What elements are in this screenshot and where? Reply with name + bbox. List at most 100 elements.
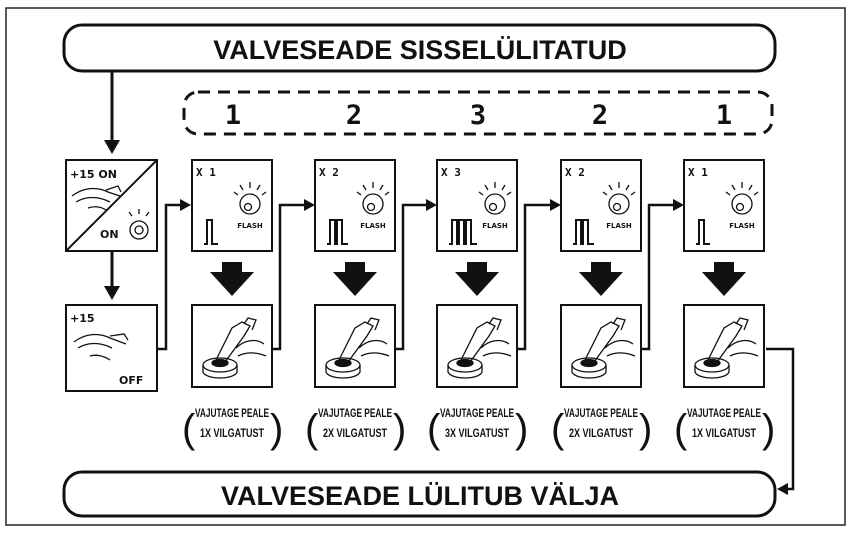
sequence-number: 1	[225, 100, 241, 131]
paren-close: )	[639, 407, 652, 451]
paren-open: (	[551, 407, 565, 451]
step-2: X 2 FLASH ()VAJUTAGE PEALE 2X VILGATUST	[305, 159, 406, 451]
paren-open: (	[182, 407, 196, 451]
down-arrow-icon	[333, 262, 377, 296]
flash-label: FLASH	[360, 222, 386, 230]
flow-connector	[395, 203, 428, 351]
finger-pressing-button-icon	[571, 317, 636, 379]
step-3: X 3 FLASH ()VAJUTAGE PEALE 3X VILGATUST	[427, 159, 528, 451]
press-panel	[683, 304, 765, 388]
flash-label: FLASH	[482, 222, 508, 230]
outer-frame	[5, 7, 846, 526]
signal-panel	[560, 159, 642, 252]
press-panel	[436, 304, 518, 388]
caption-line-2: 2X VILGATUST	[569, 428, 633, 440]
flow-arrowhead	[426, 199, 437, 211]
ignition-off-bottom-label: OFF	[119, 374, 143, 387]
ignition-key-hand-icon	[73, 333, 129, 361]
sequence-number: 1	[716, 100, 732, 131]
paren-close: )	[515, 407, 528, 451]
blinking-led-icon	[128, 209, 150, 240]
caption-line-1: VAJUTAGE PEALE	[564, 408, 638, 420]
down-arrow-icon	[579, 262, 623, 296]
flash-label: FLASH	[237, 222, 263, 230]
press-caption: ()VAJUTAGE PEALE 3X VILGATUST	[427, 407, 528, 451]
flow-connector	[272, 203, 306, 351]
blinking-led-icon	[602, 182, 636, 215]
down-arrow-icon	[210, 262, 254, 296]
footer-banner: VALVESEADE LÜLITUB VÄLJA	[62, 470, 777, 518]
press-caption: ()VAJUTAGE PEALE 2X VILGATUST	[551, 407, 652, 451]
pulse-waveform-icon	[573, 219, 594, 245]
pulse-waveform-icon	[696, 219, 710, 245]
flow-arrowhead	[673, 199, 684, 211]
signal-panel	[314, 159, 396, 252]
blinking-led-icon	[478, 182, 512, 215]
finger-pressing-button-icon	[202, 317, 267, 379]
paren-open: (	[427, 407, 441, 451]
signal-panel	[191, 159, 273, 252]
press-panel	[560, 304, 642, 388]
footer-banner-text: VALVESEADE LÜLITUB VÄLJA	[221, 481, 619, 511]
caption-line-1: VAJUTAGE PEALE	[440, 408, 514, 420]
sequence-bar: 1 2 3 2 1	[182, 90, 774, 136]
down-arrow-icon	[455, 262, 499, 296]
caption-line-1: VAJUTAGE PEALE	[318, 408, 392, 420]
down-arrow-icon	[702, 262, 746, 296]
ignition-on-panel: +15 ON ON	[65, 159, 158, 252]
paren-close: )	[762, 407, 775, 451]
header-banner-text: VALVESEADE SISSELÜLITATUD	[213, 35, 627, 65]
multiplier-label: X 1	[688, 166, 708, 179]
sequence-number: 3	[470, 100, 486, 131]
signal-panel	[436, 159, 518, 252]
caption-line-1: VAJUTAGE PEALE	[195, 408, 269, 420]
pulse-waveform-icon	[204, 219, 218, 245]
end-connector	[766, 347, 795, 495]
ignition-off-panel: +15 OFF	[65, 304, 158, 392]
flash-label: FLASH	[729, 222, 755, 230]
finger-pressing-button-icon	[694, 317, 759, 379]
press-panel	[314, 304, 396, 388]
press-caption: ()VAJUTAGE PEALE 2X VILGATUST	[305, 407, 406, 451]
blinking-led-icon	[233, 182, 267, 215]
sequence-number: 2	[346, 100, 362, 131]
ignition-key-hand-icon	[71, 185, 122, 211]
caption-line-2: 3X VILGATUST	[445, 428, 509, 440]
blinking-led-icon	[356, 182, 390, 215]
finger-pressing-button-icon	[325, 317, 390, 379]
multiplier-label: X 3	[441, 166, 461, 179]
press-caption: ()VAJUTAGE PEALE 1X VILGATUST	[674, 407, 775, 451]
pulse-waveform-icon	[449, 219, 477, 245]
paren-close: )	[393, 407, 406, 451]
multiplier-label: X 2	[319, 166, 339, 179]
sequence-number: 2	[592, 100, 608, 131]
ignition-on-bottom-label: ON	[100, 228, 119, 241]
step-5: X 1 FLASH ()VAJUTAGE PEALE 1X VILGATUST	[674, 159, 775, 451]
ignition-arrow	[104, 251, 120, 300]
ignition-on-top-label: +15 ON	[70, 168, 117, 181]
paren-close: )	[270, 407, 283, 451]
flow-arrowhead	[180, 199, 191, 211]
paren-open: (	[305, 407, 319, 451]
header-banner: VALVESEADE SISSELÜLITATUD	[62, 23, 777, 73]
flow-arrowhead	[304, 199, 315, 211]
blinking-led-icon	[725, 182, 759, 215]
caption-line-2: 1X VILGATUST	[692, 428, 756, 440]
paren-open: (	[674, 407, 688, 451]
flash-label: FLASH	[606, 222, 632, 230]
step-4: X 2 FLASH ()VAJUTAGE PEALE 2X VILGATUST	[551, 159, 652, 451]
start-arrow	[104, 71, 120, 154]
flow-arrowhead	[550, 199, 561, 211]
multiplier-label: X 1	[196, 166, 216, 179]
press-panel	[191, 304, 273, 388]
flow-connector	[641, 203, 675, 351]
multiplier-label: X 2	[565, 166, 585, 179]
flow-connector	[157, 203, 182, 351]
flow-connector	[517, 203, 552, 351]
caption-line-1: VAJUTAGE PEALE	[687, 408, 761, 420]
caption-line-2: 2X VILGATUST	[323, 428, 387, 440]
